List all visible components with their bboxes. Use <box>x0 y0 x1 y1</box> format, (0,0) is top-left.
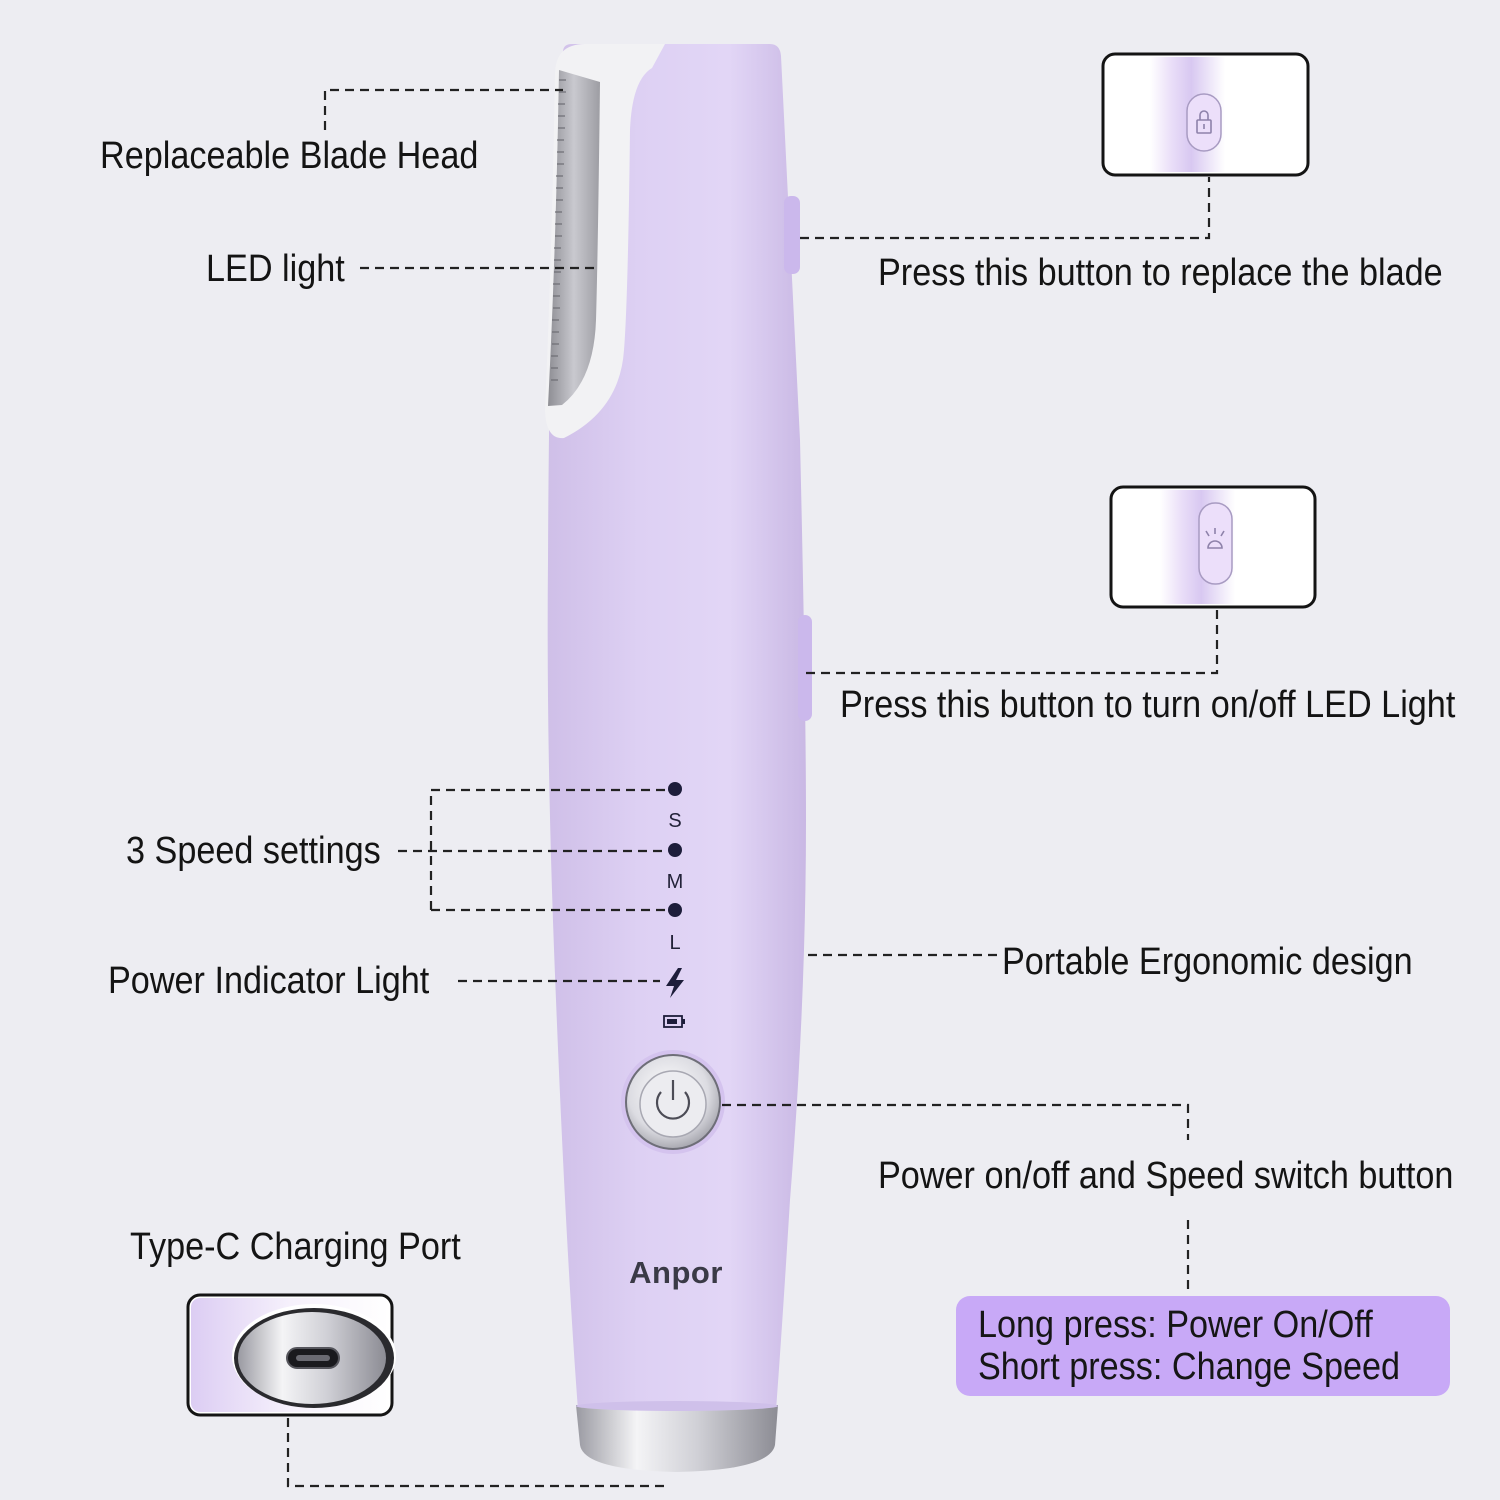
speed-indicator-l-dot <box>668 903 682 917</box>
blade-teeth <box>551 79 566 381</box>
power-icon <box>655 1080 691 1120</box>
label-charging-port: Type-C Charging Port <box>130 1226 461 1268</box>
brand-logo: Anpor <box>629 1255 723 1290</box>
lightning-icon <box>666 968 684 998</box>
replaceable-blade <box>548 70 600 406</box>
metal-base <box>576 1405 778 1472</box>
speed-indicator-m-dot <box>668 843 682 857</box>
label-ergonomic-design: Portable Ergonomic design <box>1002 941 1413 983</box>
label-power-speed-switch: Power on/off and Speed switch button <box>878 1155 1454 1197</box>
label-led-toggle-button: Press this button to turn on/off LED Lig… <box>840 684 1456 726</box>
speed-mark-s: S <box>668 810 682 832</box>
press-instructions-callout: Long press: Power On/Off Short press: Ch… <box>956 1296 1450 1396</box>
blade-release-side-button[interactable] <box>784 196 800 274</box>
lock-icon <box>1196 110 1212 134</box>
power-button[interactable] <box>621 1050 725 1154</box>
speed-indicator-s-dot <box>668 782 682 796</box>
label-led-light: LED light <box>206 248 345 290</box>
charging-port-thumbnail <box>186 1293 396 1417</box>
speed-mark-m: M <box>666 871 684 893</box>
leader-lines <box>286 88 1219 1488</box>
callout-short-press: Short press: Change Speed <box>978 1346 1401 1388</box>
led-side-button[interactable] <box>798 615 812 721</box>
led-light-icon <box>1205 528 1225 549</box>
label-speed-settings: 3 Speed settings <box>126 830 381 872</box>
blade-release-thumbnail <box>1101 52 1310 177</box>
speed-mark-l: L <box>669 932 681 954</box>
label-replaceable-blade-head: Replaceable Blade Head <box>100 135 479 177</box>
led-button-thumbnail <box>1109 485 1317 609</box>
label-replace-blade-button: Press this button to replace the blade <box>878 252 1443 294</box>
battery-icon <box>663 1015 685 1028</box>
label-power-indicator: Power Indicator Light <box>108 960 430 1002</box>
callout-long-press: Long press: Power On/Off <box>978 1304 1373 1346</box>
